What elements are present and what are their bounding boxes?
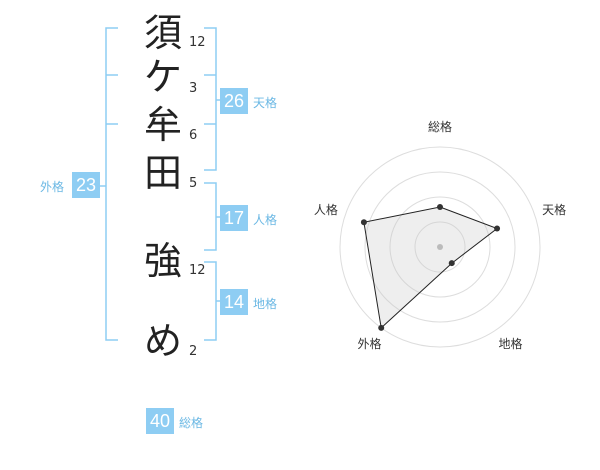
soukaku-score: 40 [146,408,174,434]
radar-point-5 [360,219,367,226]
name-char-1: 須 [143,11,182,55]
radar-point-3 [448,260,455,267]
radar-point-1 [437,204,443,210]
name-char-4: 田 [143,151,182,195]
jinkaku-bracket [204,182,217,251]
stroke-count-6: 2 [189,344,198,359]
gaikaku-bracket [105,27,118,341]
radar-center [437,244,443,250]
stroke-count-1: 12 [189,35,206,50]
jinkaku-score: 17 [220,205,248,231]
radar-ring-3 [364,171,516,323]
chikaku-label: 地格 [253,297,278,311]
name-char-2: ケ [143,55,182,99]
radar-ring-2 [389,196,491,298]
name-char-3: 牟 [143,103,182,147]
gaikaku-label: 外格 [40,180,65,194]
name-char-5: 強 [143,239,182,283]
stroke-count-2: 3 [189,81,198,96]
stroke-count-5: 12 [189,263,206,278]
soukaku-label: 総格 [179,416,204,430]
tenkaku-label: 天格 [253,96,278,110]
tenkaku-bracket [204,27,217,171]
radar-axis-label-1: 総格 [428,119,452,134]
chikaku-bracket [204,261,217,341]
radar-axis-label-2: 天格 [542,202,566,217]
tenkaku-score: 26 [220,88,248,114]
radar-point-2 [494,225,501,232]
name-char-6: め [143,319,182,363]
radar-point-4 [378,324,385,331]
jinkaku-label: 人格 [253,213,278,227]
radar-axis-label-5: 人格 [314,202,338,217]
radar-axis-label-4: 外格 [357,336,381,351]
radar-polygon [363,206,499,329]
radar-ring-1 [414,221,466,273]
stroke-count-4: 5 [189,176,198,191]
stroke-count-3: 6 [189,128,198,143]
chikaku-score: 14 [220,289,248,315]
gaikaku-score: 23 [72,172,100,198]
radar-axis-label-3: 地格 [498,336,522,351]
